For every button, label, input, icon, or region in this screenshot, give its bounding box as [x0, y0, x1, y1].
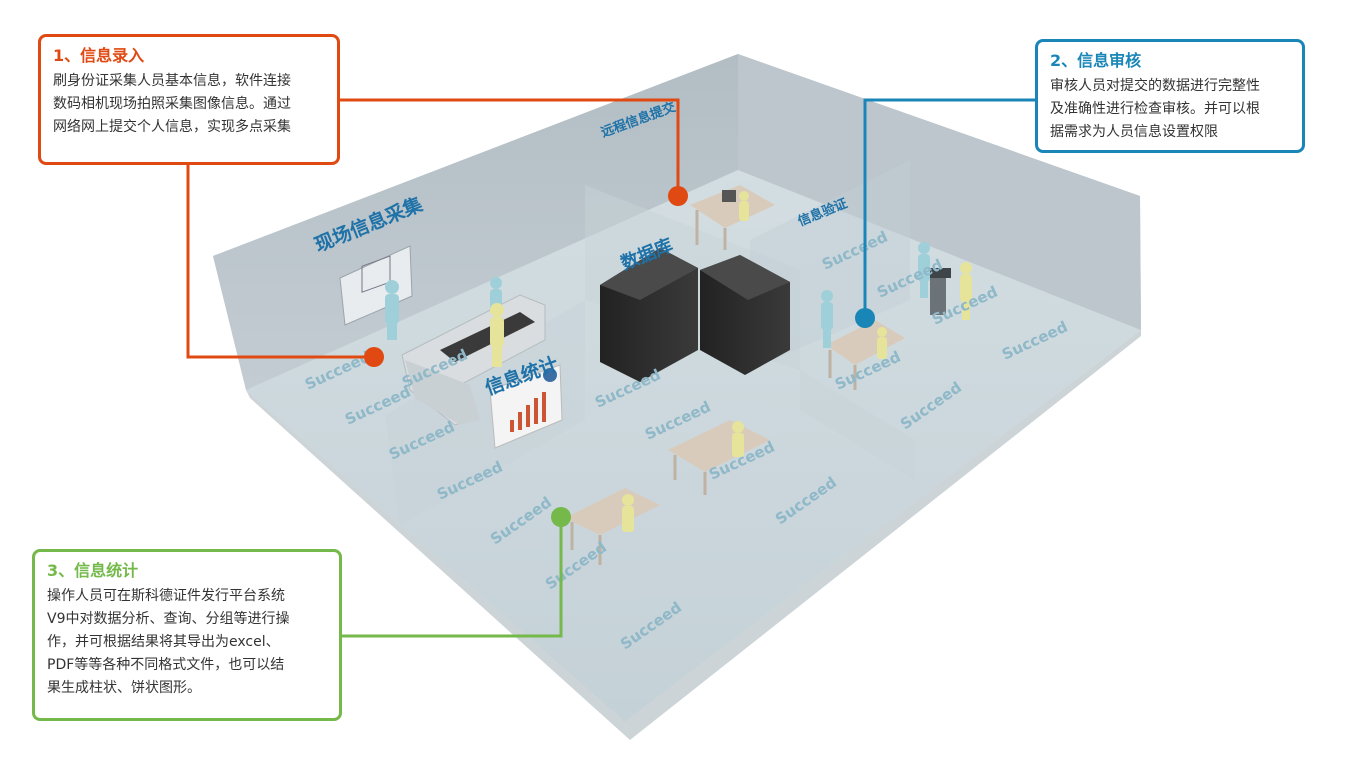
floor-edge-shadow — [246, 390, 630, 740]
person-figure — [877, 327, 887, 359]
marker-dot-stats — [551, 507, 571, 527]
person-figure — [732, 421, 744, 457]
server-rack-top — [700, 255, 790, 300]
reception-counter-front — [405, 360, 480, 425]
callout-line: 及准确性进行检查审核。并可以根 — [1050, 101, 1260, 117]
whiteboard-frame — [361, 255, 391, 293]
person-figure — [960, 262, 972, 320]
callout-title: 1、信息录入 — [53, 46, 145, 65]
verify-kiosk — [925, 268, 951, 315]
callout-line: 网络网上提交个人信息，实现多点采集 — [53, 119, 291, 135]
person-figure — [918, 242, 930, 298]
callout-title: 3、信息统计 — [47, 561, 139, 580]
callout-line: 刷身份证采集人员基本信息，软件连接 — [53, 73, 291, 89]
callout-body: 刷身份证采集人员基本信息，软件连接 数码相机现场拍照采集图像信息。通过 网络网上… — [53, 70, 325, 139]
callout-line: 作，并可根据结果将其导出为excel、 — [47, 634, 280, 650]
marker-dot-review — [855, 308, 875, 328]
callout-line: 据需求为人员信息设置权限 — [1050, 124, 1218, 140]
person-figure — [821, 290, 833, 348]
callout-body: 操作人员可在斯科德证件发行平台系统 V9中对数据分析、查询、分组等进行操 作，并… — [47, 585, 327, 700]
server-rack-top — [600, 248, 698, 300]
marker-dot-entry — [668, 186, 688, 206]
person-figure — [385, 280, 399, 340]
back-wall-right — [738, 54, 1141, 330]
partition-wall — [385, 300, 585, 525]
callout-line: 操作人员可在斯科德证件发行平台系统 — [47, 588, 285, 604]
person-figure — [490, 303, 504, 367]
person-figure — [622, 494, 634, 532]
connector-line-entry-2 — [186, 165, 374, 359]
callout-line: 审核人员对提交的数据进行完整性 — [1050, 78, 1260, 94]
floor-edge-shadow-right — [625, 330, 1141, 740]
partition-wall — [800, 370, 915, 480]
counter-top-dark — [440, 312, 535, 362]
callout-line: 果生成柱状、饼状图形。 — [47, 680, 201, 696]
callout-line: 数码相机现场拍照采集图像信息。通过 — [53, 96, 291, 112]
statistics-board — [489, 364, 563, 449]
connector-line-review — [863, 98, 1035, 318]
callout-line: PDF等等各种不同格式文件，也可以结 — [47, 657, 285, 673]
connector-line-stats — [342, 517, 563, 638]
desk-stats-1 — [668, 420, 770, 495]
person-figure — [739, 191, 749, 221]
connector-line-entry — [340, 98, 680, 196]
callout-line: V9中对数据分析、查询、分组等进行操 — [47, 611, 290, 627]
marker-dot-entry-2 — [364, 347, 384, 367]
callout-info-entry: 1、信息录入 刷身份证采集人员基本信息，软件连接 数码相机现场拍照采集图像信息。… — [38, 34, 340, 165]
desk-remote — [690, 185, 775, 250]
desk-stats-2 — [565, 488, 660, 565]
callout-info-statistics: 3、信息统计 操作人员可在斯科德证件发行平台系统 V9中对数据分析、查询、分组等… — [32, 549, 342, 721]
callout-info-review: 2、信息审核 审核人员对提交的数据进行完整性 及准确性进行检查审核。并可以根 据… — [1035, 39, 1305, 153]
callout-body: 审核人员对提交的数据进行完整性 及准确性进行检查审核。并可以根 据需求为人员信息… — [1050, 75, 1290, 144]
whiteboard — [339, 245, 413, 326]
callout-title: 2、信息审核 — [1050, 51, 1142, 70]
